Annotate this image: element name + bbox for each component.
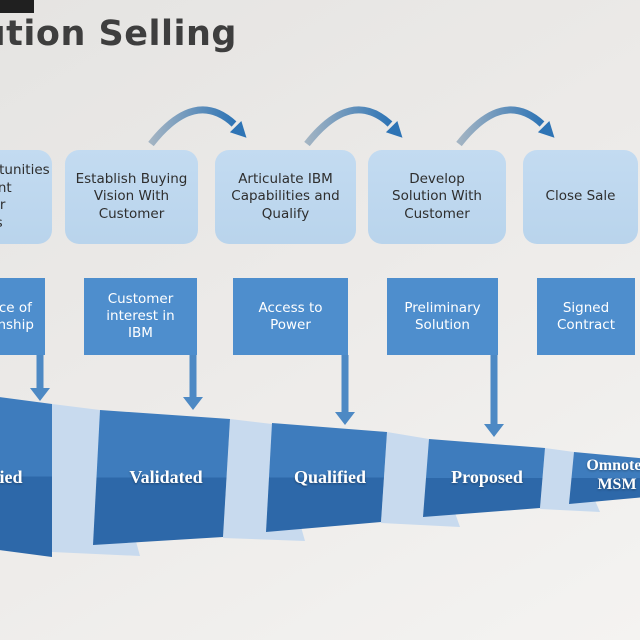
outcome-access-to-power: Access to Power bbox=[233, 278, 348, 355]
down-arrow-icon bbox=[30, 355, 50, 401]
funnel-stage-label-omnotes-msm: Omnotes MSM bbox=[586, 457, 640, 493]
down-arrow-icon bbox=[484, 355, 504, 437]
process-step-identify-opportunities: Identify Opportunities In Account Or Oth… bbox=[0, 150, 52, 244]
funnel-stage-validated-shape bbox=[93, 410, 230, 545]
slide-title: Solution Selling bbox=[0, 14, 237, 54]
curved-arrows bbox=[148, 106, 555, 147]
process-step-establish-buying-vision: Establish Buying Vision With Customer bbox=[65, 150, 198, 244]
funnel-stage-label-qualified: Qualified bbox=[293, 467, 366, 487]
curved-arrow-icon bbox=[148, 106, 247, 147]
funnel-stage-proposed-shape bbox=[423, 439, 545, 517]
funnel-stage-label-identified: Identified bbox=[0, 467, 23, 487]
cropped-corner-fragment bbox=[0, 0, 34, 13]
process-step-articulate-capabilities: Articulate IBM Capabilities and Qualify bbox=[215, 150, 356, 244]
down-arrow-icon bbox=[183, 355, 203, 410]
down-arrows bbox=[30, 355, 504, 437]
funnel-stage-qualified-shape bbox=[266, 423, 387, 532]
process-step-close-sale: Close Sale bbox=[523, 150, 638, 244]
funnel-stage-label-proposed: Proposed bbox=[451, 467, 523, 487]
curved-arrow-icon bbox=[304, 106, 403, 147]
curved-arrow-icon bbox=[456, 106, 555, 147]
outcome-evidence-of-relationship: Evidence of Relationship bbox=[0, 278, 45, 355]
funnel-segments bbox=[0, 397, 640, 557]
down-arrow-icon bbox=[335, 355, 355, 425]
funnel-stage-omnotes-shape bbox=[569, 452, 640, 504]
outcome-signed-contract: Signed Contract bbox=[537, 278, 635, 355]
funnel-stage-identified-shape bbox=[0, 397, 52, 557]
outcome-preliminary-solution: Preliminary Solution bbox=[387, 278, 498, 355]
funnel-stage-label-validated: Validated bbox=[129, 467, 203, 487]
outcome-customer-interest: Customer interest in IBM bbox=[84, 278, 197, 355]
process-step-develop-solution: Develop Solution With Customer bbox=[368, 150, 506, 244]
